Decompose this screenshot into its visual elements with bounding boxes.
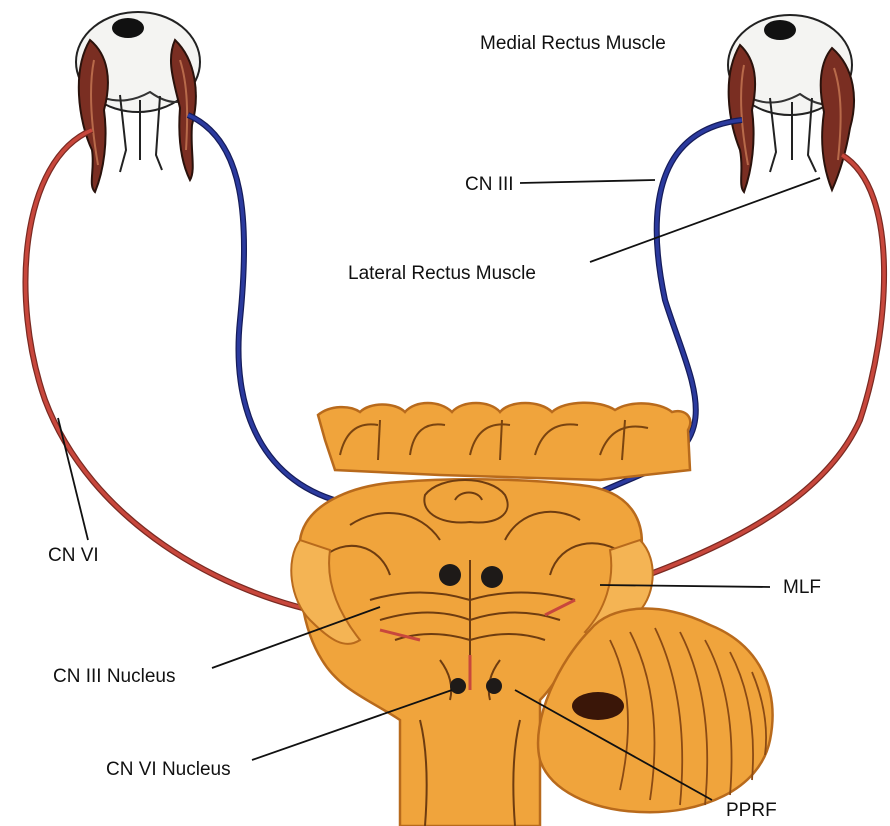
label-lateral-rectus-muscle: Lateral Rectus Muscle (348, 264, 536, 283)
label-cn-iii-nucleus: CN III Nucleus (53, 667, 175, 686)
label-pprf: PPRF (726, 801, 777, 820)
label-medial-rectus-muscle: Medial Rectus Muscle (480, 34, 666, 53)
leader-lateral-rectus (590, 178, 820, 262)
label-cn-vi-nucleus: CN VI Nucleus (106, 760, 231, 779)
left-lateral-rectus-muscle (79, 40, 108, 192)
label-mlf: MLF (783, 578, 821, 597)
left-cn-vi-nerve (25, 130, 335, 615)
label-cn-iii: CN III (465, 175, 514, 194)
leader-cn-iii (520, 180, 655, 183)
leader-cn-vi (58, 418, 88, 540)
label-cn-vi: CN VI (48, 546, 99, 565)
